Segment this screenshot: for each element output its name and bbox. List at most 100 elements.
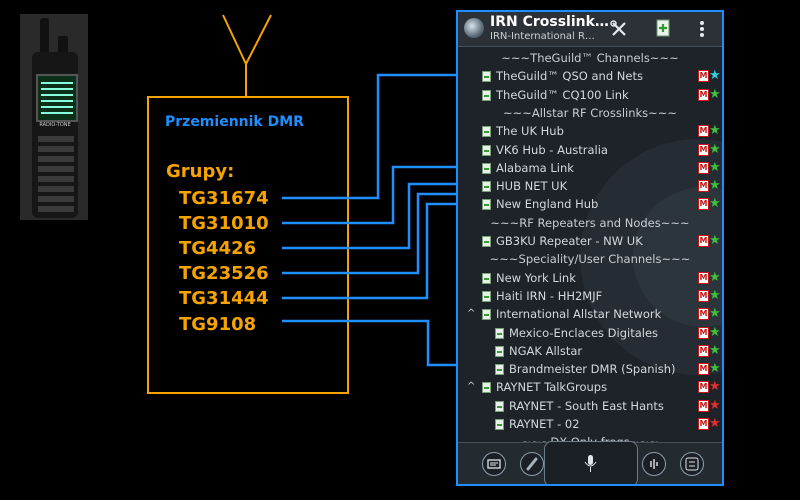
favorite-star-icon[interactable]: ★ bbox=[709, 86, 721, 102]
monitor-badge-icon[interactable]: M bbox=[698, 143, 709, 156]
channel-row[interactable]: HUB NET UK M★ bbox=[458, 177, 722, 195]
favorite-star-icon[interactable]: ★ bbox=[709, 379, 721, 395]
channel-row[interactable]: RAYNET - South East Hants M★ bbox=[458, 397, 722, 415]
channel-label: TheGuild™ QSO and Nets bbox=[496, 69, 643, 84]
channel-row[interactable]: VK6 Hub - Australia M★ bbox=[458, 141, 722, 159]
channel-row[interactable]: RAYNET - 02 M★ bbox=[458, 415, 722, 433]
channel-label: Brandmeister DMR (Spanish) bbox=[509, 362, 676, 377]
monitor-badge-icon[interactable]: M bbox=[698, 271, 709, 284]
channel-row[interactable]: NGAK Allstar M★ bbox=[458, 342, 722, 360]
channel-file-icon bbox=[495, 419, 504, 430]
monitor-badge-icon[interactable]: M bbox=[698, 161, 709, 174]
chat-icon[interactable] bbox=[482, 452, 506, 476]
collapse-chevron-icon[interactable]: ^ bbox=[467, 381, 476, 393]
overflow-menu-icon[interactable] bbox=[699, 20, 705, 38]
favorite-star-icon[interactable]: ★ bbox=[709, 416, 721, 431]
monitor-badge-icon[interactable]: M bbox=[698, 70, 709, 83]
channel-file-icon bbox=[482, 382, 491, 394]
favorite-star-icon[interactable]: ★ bbox=[709, 342, 721, 358]
favorite-star-icon[interactable]: ★ bbox=[709, 269, 721, 285]
app-subtitle: IRN-International R… bbox=[490, 31, 595, 42]
monitor-badge-icon[interactable]: M bbox=[698, 344, 709, 357]
channel-label: Alabama Link bbox=[496, 160, 574, 175]
favorite-star-icon[interactable]: ★ bbox=[709, 324, 721, 340]
talkgroup-label: TG31010 bbox=[179, 213, 269, 234]
channel-label: RAYNET - South East Hants bbox=[509, 398, 664, 413]
tools-icon[interactable] bbox=[610, 20, 628, 38]
channel-file-icon bbox=[482, 71, 491, 83]
ptt-button[interactable] bbox=[544, 441, 638, 484]
favorite-star-icon[interactable]: ★ bbox=[709, 287, 721, 303]
channel-row[interactable]: TheGuild™ QSO and Nets M★ bbox=[458, 67, 722, 85]
connector-line bbox=[282, 192, 463, 275]
channel-file-icon bbox=[482, 144, 491, 156]
monitor-badge-icon[interactable]: M bbox=[698, 363, 709, 376]
favorite-star-icon[interactable]: ★ bbox=[709, 196, 721, 212]
section-separator: ~~~Allstar RF Crosslinks~~~ bbox=[458, 104, 722, 122]
channel-row[interactable]: GB3KU Repeater - NW UK M★ bbox=[458, 232, 722, 250]
talkgroup-label: TG23526 bbox=[179, 263, 269, 284]
collapse-chevron-icon[interactable]: ^ bbox=[467, 308, 476, 320]
monitor-badge-icon[interactable]: M bbox=[698, 289, 709, 302]
channel-row[interactable]: Brandmeister DMR (Spanish) M★ bbox=[458, 360, 722, 378]
channel-label: TheGuild™ CQ100 Link bbox=[496, 87, 629, 102]
channel-label: HUB NET UK bbox=[496, 179, 568, 194]
monitor-badge-icon[interactable]: M bbox=[698, 88, 709, 101]
group-row[interactable]: ^ International Allstar Network M★ bbox=[458, 305, 722, 323]
monitor-badge-icon[interactable]: M bbox=[698, 180, 709, 193]
favorite-star-icon[interactable]: ★ bbox=[709, 178, 721, 194]
connector-line bbox=[282, 182, 463, 250]
separator-label: ~~~Speciality/User Channels~~~ bbox=[489, 252, 691, 267]
monitor-badge-icon[interactable]: M bbox=[698, 125, 709, 138]
radio-antenna bbox=[40, 18, 49, 56]
favorite-star-icon[interactable]: ★ bbox=[709, 233, 721, 248]
channel-list[interactable]: ~~~TheGuild™ Channels~~~ TheGuild™ QSO an… bbox=[458, 47, 722, 447]
connector-line bbox=[282, 202, 463, 300]
monitor-badge-icon[interactable]: M bbox=[698, 418, 709, 430]
microphone-icon[interactable] bbox=[520, 452, 544, 476]
section-separator: ~~~Speciality/User Channels~~~ bbox=[458, 250, 722, 268]
channel-label: International Allstar Network bbox=[496, 307, 662, 322]
swap-icon[interactable] bbox=[680, 452, 704, 476]
favorite-star-icon[interactable]: ★ bbox=[709, 397, 721, 413]
channel-file-icon bbox=[495, 364, 504, 376]
favorite-star-icon[interactable]: ★ bbox=[709, 68, 721, 84]
separator-label: ~~~TheGuild™ Channels~~~ bbox=[501, 51, 679, 65]
add-document-icon[interactable] bbox=[656, 19, 670, 37]
channel-file-icon bbox=[482, 181, 491, 193]
monitor-badge-icon[interactable]: M bbox=[698, 198, 709, 211]
app-logo-icon[interactable] bbox=[464, 18, 484, 38]
favorite-star-icon[interactable]: ★ bbox=[709, 123, 721, 139]
channel-label: VK6 Hub - Australia bbox=[496, 142, 608, 157]
channel-label: NGAK Allstar bbox=[509, 343, 583, 358]
favorite-star-icon[interactable]: ★ bbox=[709, 159, 721, 175]
monitor-badge-icon[interactable]: M bbox=[698, 381, 709, 394]
channel-label: RAYNET TalkGroups bbox=[496, 380, 608, 395]
channel-label: GB3KU Repeater - NW UK bbox=[496, 234, 643, 248]
monitor-badge-icon[interactable]: M bbox=[698, 308, 709, 321]
monitor-badge-icon[interactable]: M bbox=[698, 235, 709, 247]
channel-label: RAYNET - 02 bbox=[509, 417, 580, 431]
channel-file-icon bbox=[482, 309, 491, 321]
app-panel: IRN Crosslink… IRN-International R… ~~~T… bbox=[456, 10, 724, 486]
monitor-badge-icon[interactable]: M bbox=[698, 399, 709, 412]
favorite-star-icon[interactable]: ★ bbox=[709, 361, 721, 377]
channel-row[interactable]: TheGuild™ CQ100 Link M★ bbox=[458, 86, 722, 104]
audio-wave-icon[interactable] bbox=[642, 452, 666, 476]
favorite-star-icon[interactable]: ★ bbox=[709, 141, 721, 157]
channel-row[interactable]: Alabama Link M★ bbox=[458, 159, 722, 177]
favorite-star-icon[interactable]: ★ bbox=[709, 306, 721, 322]
channel-file-icon bbox=[482, 236, 491, 247]
separator-label: ~~~RF Repeaters and Nodes~~~ bbox=[490, 215, 690, 230]
channel-row[interactable]: Haiti IRN - HH2MJF M★ bbox=[458, 287, 722, 305]
separator-label: ~~~Allstar RF Crosslinks~~~ bbox=[502, 105, 678, 120]
channel-label: Haiti IRN - HH2MJF bbox=[496, 288, 603, 303]
group-row[interactable]: ^ RAYNET TalkGroups M★ bbox=[458, 378, 722, 396]
monitor-badge-icon[interactable]: M bbox=[698, 326, 709, 339]
talkgroup-label: TG9108 bbox=[179, 314, 257, 335]
